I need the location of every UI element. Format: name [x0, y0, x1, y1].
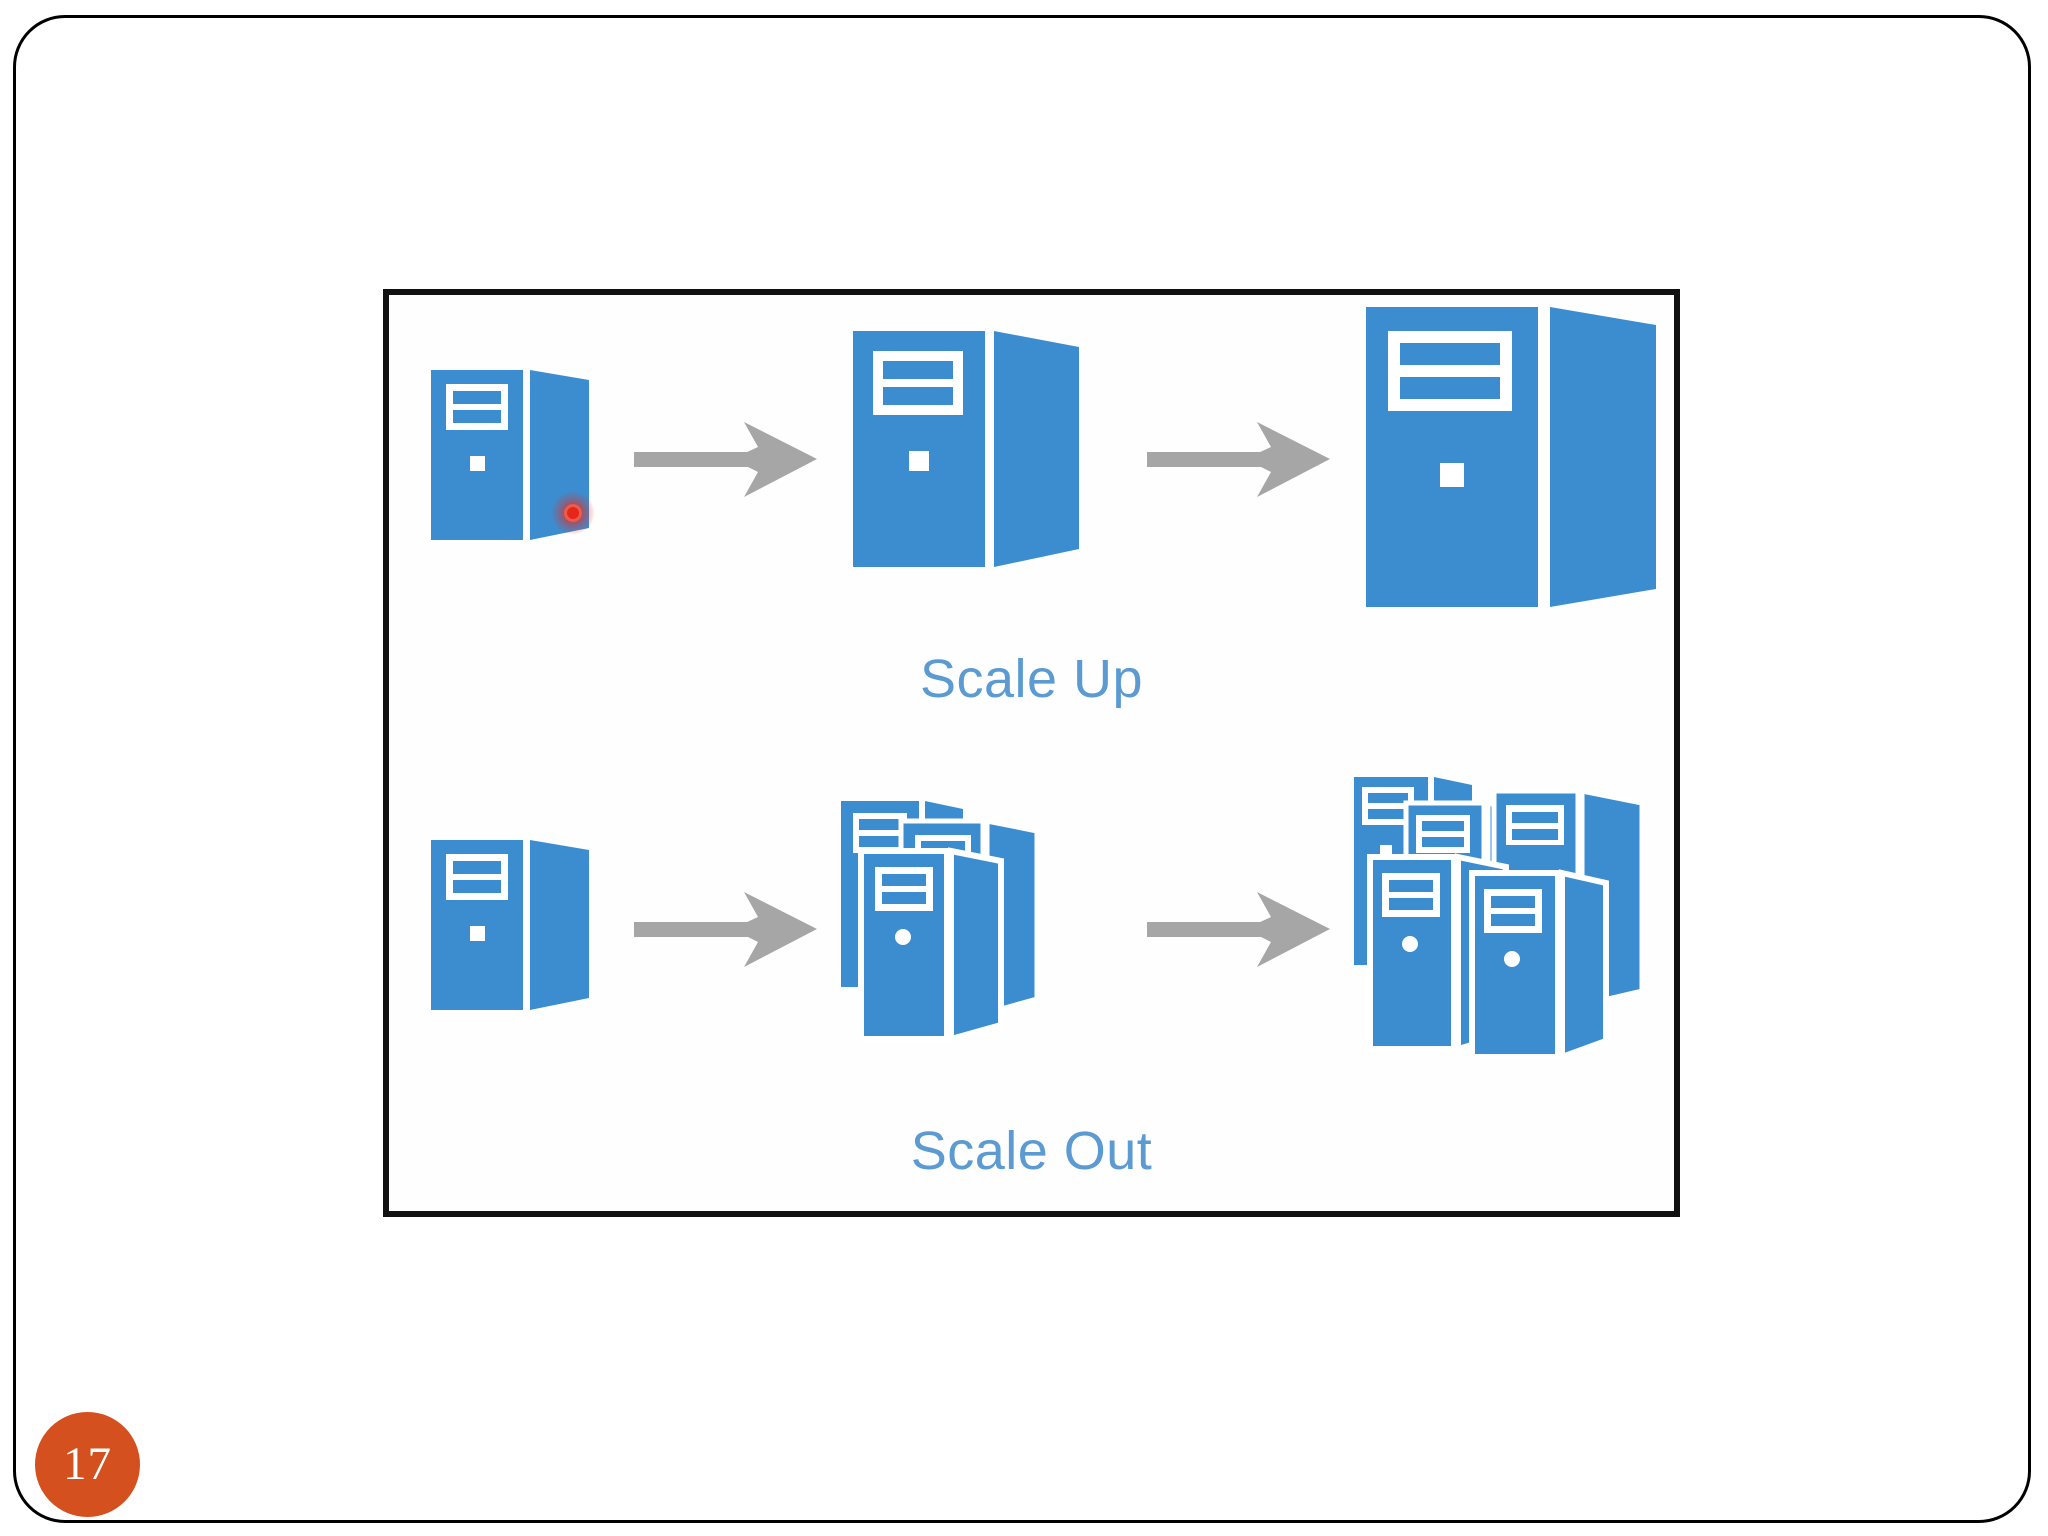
scale-out-label: Scale Out	[910, 1121, 1153, 1181]
scale-out-stage-2[interactable]	[841, 795, 1091, 1050]
arrow-right-icon	[1147, 422, 1330, 497]
arrow-right-icon	[1147, 892, 1330, 967]
scale-up-stage-3[interactable]	[1364, 295, 1664, 620]
server-tower-icon	[853, 331, 1079, 567]
page-number: 17	[63, 1438, 112, 1490]
scale-up-arrow-1	[632, 412, 822, 507]
scale-up-label: Scale Up	[919, 649, 1144, 709]
scale-out-stage-1[interactable]	[429, 830, 594, 1020]
server-tower-icon	[431, 370, 589, 540]
server-cluster-icon	[841, 801, 1040, 1043]
arrow-right-icon	[634, 892, 817, 967]
scale-up-arrow-2	[1145, 412, 1335, 507]
diagram-figure: Scale Up	[383, 289, 1680, 1217]
scale-up-stage-2[interactable]	[851, 317, 1086, 577]
server-tower-icon	[431, 840, 589, 1010]
page-number-badge: 17	[35, 1412, 140, 1517]
scale-up-row: Scale Up	[389, 295, 1674, 735]
scale-out-row: Scale Out	[389, 765, 1674, 1205]
scale-up-stage-1[interactable]	[429, 360, 594, 550]
scale-out-stage-3[interactable]	[1354, 769, 1659, 1064]
scale-out-arrow-2	[1145, 882, 1335, 977]
scale-out-arrow-1	[632, 882, 822, 977]
server-cluster-icon	[1354, 777, 1645, 1062]
server-tower-icon	[1366, 307, 1656, 607]
arrow-right-icon	[634, 422, 817, 497]
